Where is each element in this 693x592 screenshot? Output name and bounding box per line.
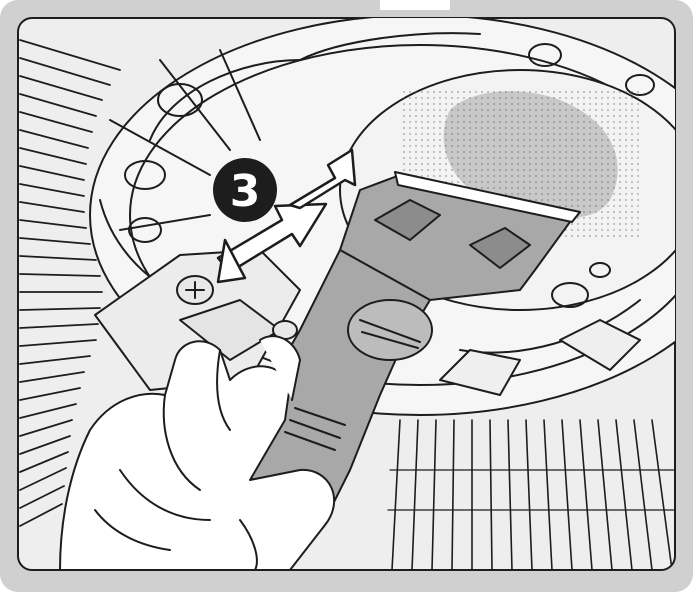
step-number: 3 bbox=[230, 166, 261, 217]
screw-icon bbox=[177, 276, 213, 304]
frame-notch bbox=[380, 0, 450, 10]
step-badge: 3 bbox=[213, 158, 277, 222]
